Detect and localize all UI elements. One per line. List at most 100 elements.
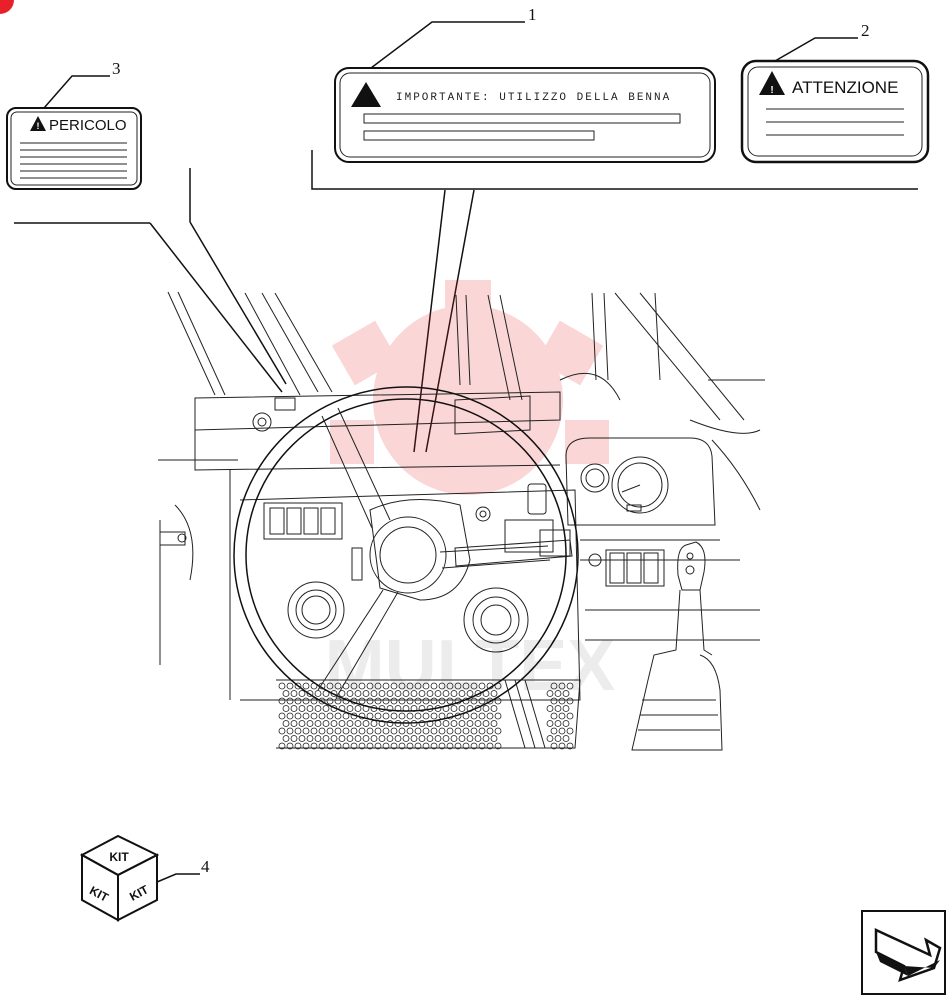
floor-grating-hole xyxy=(430,697,438,705)
floor-grating-hole xyxy=(294,697,302,705)
floor-grating-hole xyxy=(354,690,362,697)
floor-grating-hole xyxy=(314,705,322,712)
floor-grating-hole xyxy=(366,682,374,690)
floor-grating-hole xyxy=(406,742,414,750)
floor-grating-hole xyxy=(310,712,318,720)
floor-grating-hole xyxy=(422,742,430,750)
floor-grating-hole xyxy=(326,727,334,735)
floor-grating-hole xyxy=(562,705,570,712)
floor-grating-hole xyxy=(278,712,286,720)
floor-grating-hole xyxy=(310,742,318,750)
floor-grating-hole xyxy=(358,727,366,735)
floor-grating xyxy=(276,679,581,749)
floor-grating-hole xyxy=(318,727,326,735)
floor-grating-hole xyxy=(282,720,290,727)
floor-grating-hole xyxy=(494,742,502,750)
attenzione-title: ATTENZIONE xyxy=(792,78,898,97)
floor-grating-hole xyxy=(306,735,314,742)
floor-grating-hole xyxy=(298,690,306,697)
floor-grating-hole xyxy=(482,705,490,712)
floor-grating-hole xyxy=(446,682,454,690)
floor-grating-hole xyxy=(390,712,398,720)
floor-grating-hole xyxy=(558,712,566,720)
floor-grating-hole xyxy=(490,735,498,742)
floor-grating-hole xyxy=(286,727,294,735)
floor-grating-hole xyxy=(358,742,366,750)
floor-grating-hole xyxy=(354,735,362,742)
floor-grating-hole xyxy=(350,682,358,690)
floor-grating-hole xyxy=(426,690,434,697)
floor-grating-hole xyxy=(490,690,498,697)
floor-grating-hole xyxy=(406,712,414,720)
floor-grating-hole xyxy=(490,720,498,727)
floor-grating-hole xyxy=(554,690,562,697)
floor-grating-hole xyxy=(354,720,362,727)
next-page-arrow-icon[interactable] xyxy=(861,910,946,995)
floor-grating-hole xyxy=(546,705,554,712)
floor-grating-hole xyxy=(422,682,430,690)
floor-grating-hole xyxy=(430,682,438,690)
floor-grating-hole xyxy=(362,735,370,742)
label-attenzione: ! ATTENZIONE xyxy=(740,59,930,164)
floor-grating-hole xyxy=(374,727,382,735)
floor-grating-hole xyxy=(294,712,302,720)
floor-grating-hole xyxy=(294,742,302,750)
floor-grating-hole xyxy=(494,697,502,705)
floor-grating-hole xyxy=(390,682,398,690)
floor-grating-hole xyxy=(430,727,438,735)
floor-grating-hole xyxy=(334,712,342,720)
floor-grating-hole xyxy=(354,705,362,712)
floor-grating-hole xyxy=(406,727,414,735)
floor-grating-hole xyxy=(486,742,494,750)
floor-grating-hole xyxy=(390,727,398,735)
floor-grating-hole xyxy=(298,705,306,712)
floor-grating-hole xyxy=(454,742,462,750)
floor-grating-hole xyxy=(422,697,430,705)
floor-grating-hole xyxy=(366,742,374,750)
floor-grating-hole xyxy=(490,705,498,712)
floor-grating-hole xyxy=(382,697,390,705)
floor-grating-hole xyxy=(430,742,438,750)
floor-grating-hole xyxy=(370,720,378,727)
floor-grating-hole xyxy=(466,720,474,727)
floor-grating-hole xyxy=(302,697,310,705)
floor-grating-hole xyxy=(550,712,558,720)
floor-grating-hole xyxy=(470,742,478,750)
floor-grating-hole xyxy=(350,727,358,735)
floor-grating-hole xyxy=(438,697,446,705)
floor-grating-hole xyxy=(562,720,570,727)
steering-wheel xyxy=(233,386,579,724)
floor-grating-hole xyxy=(562,735,570,742)
floor-grating-hole xyxy=(362,720,370,727)
floor-grating-hole xyxy=(462,682,470,690)
kit-right-text: KIT xyxy=(127,882,151,904)
floor-grating-hole xyxy=(398,727,406,735)
floor-grating-hole xyxy=(374,742,382,750)
warning-triangle-icon xyxy=(30,116,46,131)
floor-grating-hole xyxy=(422,727,430,735)
floor-grating-hole xyxy=(566,682,574,690)
floor-grating-hole xyxy=(370,690,378,697)
floor-grating-hole xyxy=(434,735,442,742)
warning-triangle-icon xyxy=(351,82,381,107)
callout-1: 1 xyxy=(528,5,537,24)
floor-grating-hole xyxy=(546,735,554,742)
floor-grating-hole xyxy=(550,727,558,735)
floor-grating-hole xyxy=(458,690,466,697)
floor-grating-hole xyxy=(558,697,566,705)
floor-grating-hole xyxy=(406,697,414,705)
floor-grating-hole xyxy=(346,735,354,742)
floor-grating-hole xyxy=(482,735,490,742)
floor-grating-hole xyxy=(286,742,294,750)
svg-text:!: ! xyxy=(37,121,40,131)
floor-grating-hole xyxy=(366,697,374,705)
floor-grating-hole xyxy=(414,727,422,735)
floor-grating-hole xyxy=(474,735,482,742)
label-pericolo: ! PERICOLO xyxy=(6,107,142,190)
callout-3: 3 xyxy=(112,59,121,78)
floor-grating-hole xyxy=(346,705,354,712)
floor-grating-hole xyxy=(454,727,462,735)
watermark-logo: MULTEX xyxy=(325,280,615,706)
floor-grating-hole xyxy=(362,690,370,697)
floor-grating-hole xyxy=(466,735,474,742)
